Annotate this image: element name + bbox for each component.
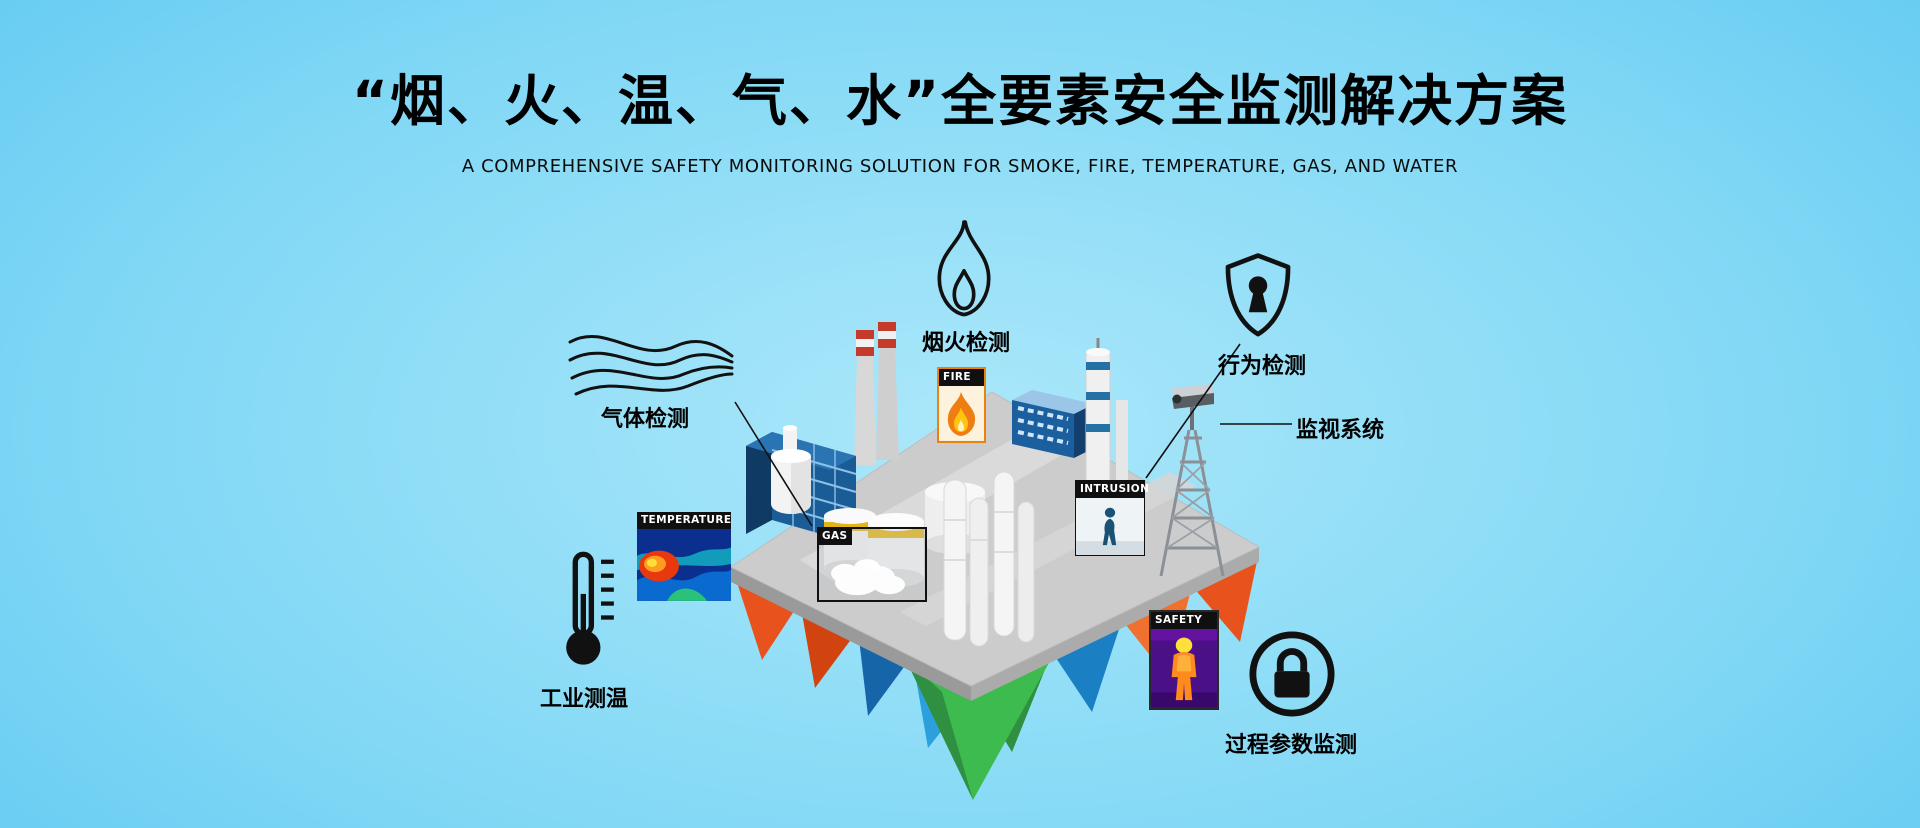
callout-label-gas: 气体检测	[600, 407, 690, 432]
distillation-columns	[943, 471, 1035, 647]
tag-safety: SAFETY	[1149, 610, 1219, 710]
page-title: “烟、火、温、气、水”全要素安全监测解决方案	[351, 69, 1569, 133]
callout-label-process-params: 过程参数监测	[1224, 733, 1358, 758]
tag-gas-label: GAS	[818, 528, 852, 546]
tag-fire: FIRE	[937, 367, 986, 443]
fire-image	[939, 386, 984, 441]
page-subtitle: A COMPREHENSIVE SAFETY MONITORING SOLUTI…	[461, 156, 1459, 177]
flame-icon	[937, 220, 991, 317]
factory-buildings	[746, 322, 1128, 647]
process-vessel-tower	[1085, 338, 1128, 489]
gas-connector-line	[734, 401, 813, 527]
tag-safety-label: SAFETY	[1151, 612, 1217, 630]
thermal-image	[637, 529, 731, 601]
intrusion-image	[1076, 498, 1144, 555]
gas-cloud-image	[819, 545, 925, 600]
thermometer-icon	[566, 551, 614, 665]
safety-thermal-image	[1151, 629, 1217, 708]
gas-waves-icon	[568, 335, 734, 396]
callout-label-industrial-temp: 工业测温	[539, 687, 629, 712]
water-tower	[771, 425, 811, 514]
tag-gas: GAS	[817, 527, 927, 602]
connector-lines	[734, 343, 1292, 527]
tag-temperature: TEMPERATURE	[637, 512, 731, 601]
callout-label-surveillance: 监视系统	[1295, 418, 1385, 443]
tag-temperature-label: TEMPERATURE	[637, 512, 731, 530]
lock-circle-icon	[1249, 631, 1335, 717]
behavior-connector-line	[1145, 343, 1241, 479]
tag-intrusion-label: INTRUSION	[1076, 481, 1149, 499]
tag-intrusion: INTRUSION	[1075, 480, 1149, 556]
yellow-band-tanks	[824, 508, 924, 587]
tag-fire-label: FIRE	[939, 369, 984, 387]
callout-label-smoke-fire: 烟火检测	[921, 331, 1011, 356]
shield-keyhole-icon	[1225, 253, 1291, 337]
blue-office-building	[1012, 390, 1094, 458]
chimney-stacks	[854, 322, 899, 465]
callout-label-behavior: 行为检测	[1217, 354, 1307, 379]
